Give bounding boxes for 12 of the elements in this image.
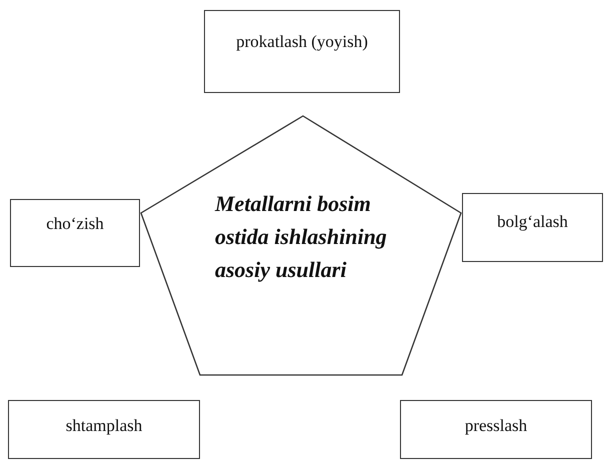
pentagon-title: Metallarni bosim ostida ishlashining asosiy usullari: [215, 190, 388, 284]
method-box: [8, 400, 200, 459]
method-box: [400, 400, 592, 459]
pentagon-shape: [140, 115, 462, 376]
method-label: prokatlash (yoyish): [235, 31, 369, 52]
method-box: [10, 199, 140, 267]
method-label: shtamplash: [64, 415, 144, 436]
method-box: [204, 10, 400, 93]
method-label: cho‘zish: [45, 213, 105, 234]
method-label: bolg‘alash: [496, 211, 569, 232]
method-label: presslash: [464, 415, 528, 436]
method-box: [462, 193, 603, 262]
